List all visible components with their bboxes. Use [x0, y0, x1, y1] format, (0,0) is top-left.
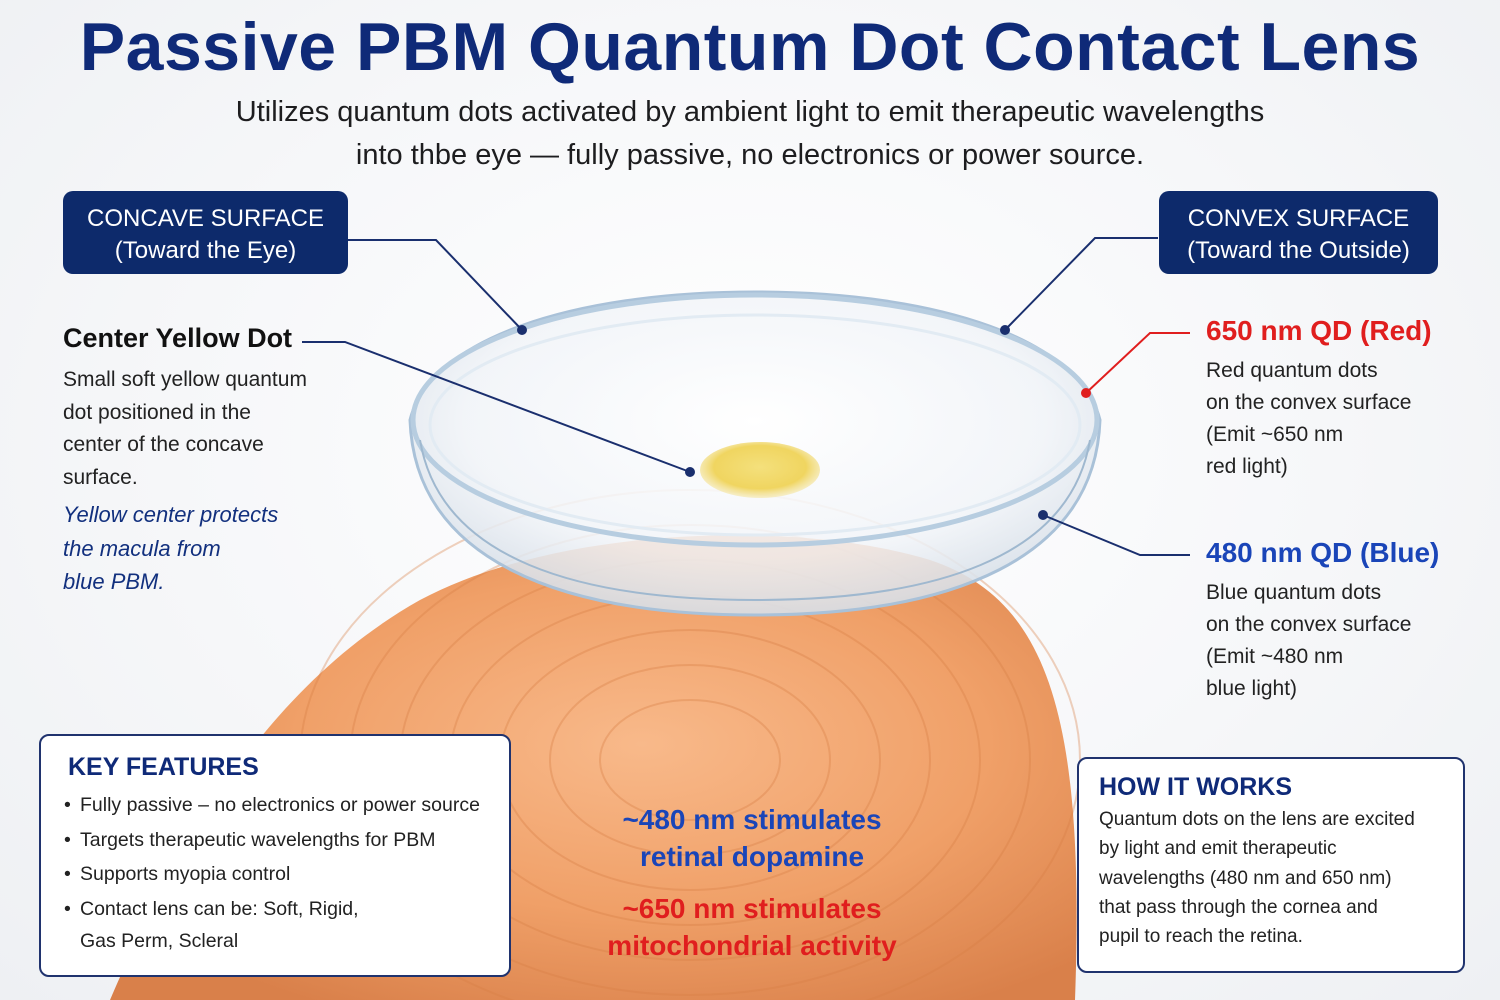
center-dot-note-line: blue PBM.	[63, 569, 165, 594]
how-it-works-line: Quantum dots on the lens are excited	[1099, 809, 1415, 830]
convex-surface-label: CONVEX SURFACE (Toward the Outside)	[1159, 191, 1438, 274]
key-features-list: Fully passive – no electronics or power …	[64, 788, 504, 926]
how-it-works-line: pupil to reach the retina.	[1099, 926, 1303, 948]
center-dot-body-line: dot positioned in the	[63, 400, 251, 424]
red-stat-line1: ~650 nm stimulates	[622, 893, 882, 924]
center-dot-annotation: Center Yellow Dot Small soft yellow quan…	[63, 323, 363, 599]
convex-leader	[1004, 237, 1158, 331]
blue-qd-body-line: Blue quantum dots	[1206, 581, 1382, 604]
center-dot-note-line: Yellow center protects	[63, 502, 279, 527]
list-item: Contact lens can be: Soft, Rigid,	[64, 892, 504, 927]
center-dot-note: Yellow center protects the macula from b…	[63, 498, 363, 599]
center-dot-body-line: center of the concave	[63, 433, 264, 456]
how-it-works-line: that pass through the cornea and	[1099, 896, 1378, 918]
red-qd-body-line: on the convex surface	[1206, 391, 1412, 414]
red-qd-heading: 650 nm QD (Red)	[1206, 315, 1432, 346]
red-stat-line2: mitochondrial activity	[607, 930, 897, 961]
how-it-works-title: HOW IT WORKS	[1099, 773, 1293, 801]
center-dot-heading: Center Yellow Dot	[63, 323, 293, 353]
red-qd-annotation: 650 nm QD (Red) Red quantum dots on the …	[1206, 315, 1496, 483]
red-qd-body-line: red light)	[1206, 455, 1288, 478]
list-item: Fully passive – no electronics or power …	[64, 788, 504, 823]
concave-label-line2: (Toward the Eye)	[114, 237, 297, 264]
how-it-works-body: Quantum dots on the lens are excited by …	[1099, 805, 1459, 951]
blue-qd-body-line: blue light)	[1206, 677, 1298, 700]
key-features-box: KEY FEATURES Fully passive – no electron…	[39, 734, 511, 977]
center-dot-body-line: surface.	[63, 465, 138, 489]
blue-stat-line2: retinal dopamine	[639, 841, 865, 872]
blue-qd-body-line: (Emit ~480 nm	[1206, 645, 1344, 668]
red-qd-body-line: Red quantum dots	[1206, 359, 1378, 382]
blue-stat-line1: ~480 nm stimulates	[622, 804, 882, 835]
blue-qd-leader	[1042, 514, 1190, 556]
red-qd-leader	[1085, 332, 1190, 394]
list-item: Targets therapeutic wavelengths for PBM	[64, 823, 504, 858]
how-it-works-line: by light and emit therapeutic	[1099, 838, 1337, 860]
list-item-continuation: Gas Perm, Scleral	[80, 930, 239, 952]
blue-qd-annotation: 480 nm QD (Blue) Blue quantum dots on th…	[1206, 537, 1496, 705]
yellow-center-dot	[700, 442, 820, 498]
how-it-works-box: HOW IT WORKS Quantum dots on the lens ar…	[1077, 757, 1465, 973]
page-title: Passive PBM Quantum Dot Contact Lens	[79, 9, 1421, 85]
center-dot-body-line: Small soft yellow quantum	[63, 368, 307, 391]
subtitle-line-1: Utilizes quantum dots activated by ambie…	[235, 96, 1265, 128]
convex-label-line1: CONVEX SURFACE	[1187, 205, 1410, 232]
red-qd-body: Red quantum dots on the convex surface (…	[1206, 355, 1496, 483]
subtitle-line-2: into thbe eye — fully passive, no electr…	[355, 139, 1145, 171]
concave-label-line1: CONCAVE SURFACE	[87, 205, 324, 232]
concave-surface-label: CONCAVE SURFACE (Toward the Eye)	[63, 191, 348, 274]
blue-qd-body-line: on the convex surface	[1206, 613, 1412, 636]
key-features-title: KEY FEATURES	[68, 753, 259, 781]
lens-rim	[410, 292, 1100, 548]
how-it-works-line: wavelengths (480 nm and 650 nm)	[1099, 867, 1392, 889]
blue-stat: ~480 nm stimulates retinal dopamine	[552, 801, 952, 875]
convex-label-line2: (Toward the Outside)	[1187, 237, 1410, 264]
concave-leader	[348, 239, 523, 331]
red-qd-body-line: (Emit ~650 nm	[1206, 423, 1344, 446]
red-stat: ~650 nm stimulates mitochondrial activit…	[552, 890, 952, 964]
blue-qd-heading: 480 nm QD (Blue)	[1206, 537, 1440, 568]
list-item: Supports myopia control	[64, 857, 504, 892]
center-dot-leader	[302, 341, 691, 473]
center-dot-note-line: the macula from	[63, 535, 221, 561]
center-dot-body: Small soft yellow quantum dot positioned…	[63, 364, 363, 494]
blue-qd-body: Blue quantum dots on the convex surface …	[1206, 577, 1496, 705]
